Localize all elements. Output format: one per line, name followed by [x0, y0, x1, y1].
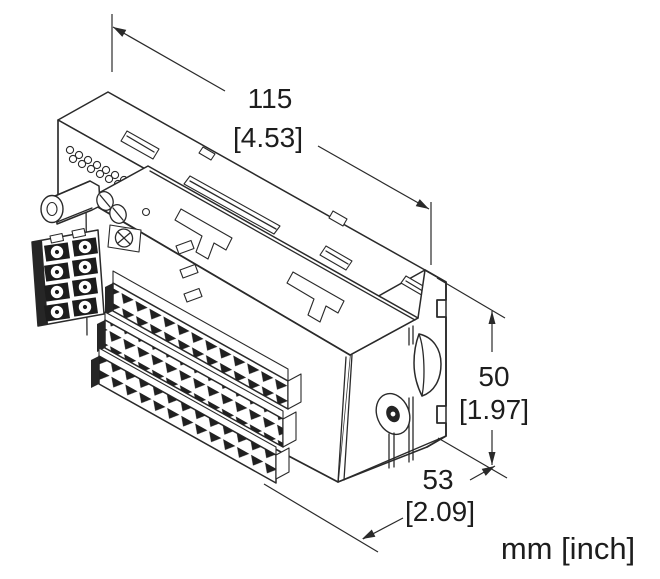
depth-inch-label: [2.09] [405, 496, 475, 527]
arrowhead [488, 452, 496, 465]
arrowhead [488, 311, 496, 324]
din-clip [413, 333, 442, 397]
left-terminal-block [31, 227, 105, 327]
device-drawing [31, 91, 447, 484]
extension-line [436, 277, 506, 319]
extension-line [263, 483, 379, 553]
screw-terminals [44, 237, 98, 322]
terminal-row [97, 311, 297, 448]
bracket-cutout [174, 208, 233, 260]
depth-mm-label: 53 [422, 464, 453, 495]
width-mm-label: 115 [248, 83, 293, 114]
terminal-row [91, 347, 290, 484]
terminal-row [105, 270, 302, 410]
units-label: mm [inch] [501, 531, 635, 566]
arrowhead [113, 27, 127, 37]
panel-screws [96, 191, 151, 253]
extension-line [437, 437, 508, 479]
height-mm-label: 50 [478, 361, 509, 392]
arrowhead [362, 529, 376, 539]
width-inch-label: [4.53] [233, 122, 303, 153]
terminal-rows [91, 270, 302, 484]
width-dimension: 115 [4.53] [111, 14, 432, 265]
arrowhead [481, 466, 495, 476]
mounting-screw [375, 392, 411, 469]
arrowhead [415, 199, 429, 209]
height-dimension: 50 [1.97] [436, 277, 529, 479]
vent-slats [175, 239, 203, 303]
side-plate [337, 269, 447, 483]
depth-dimension: 53 [2.09] [263, 464, 496, 553]
bracket-cutout [286, 271, 345, 323]
height-inch-label: [1.97] [459, 394, 529, 425]
